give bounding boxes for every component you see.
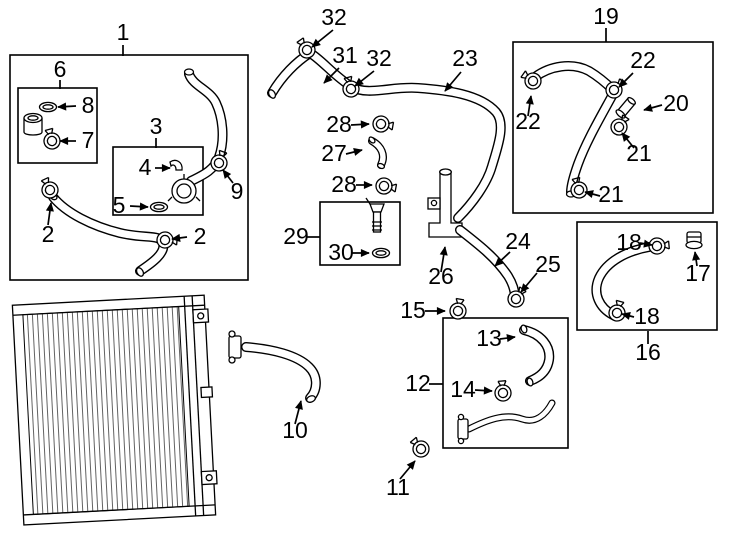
radiator-bracket-top bbox=[192, 308, 210, 324]
group-box-3 bbox=[112, 146, 204, 216]
callout-2-left: 2 bbox=[42, 221, 55, 247]
callout-18-upper: 18 bbox=[616, 229, 642, 255]
outlet-fitting-6 bbox=[23, 112, 43, 136]
callout-23: 23 bbox=[452, 45, 478, 71]
callout-3: 3 bbox=[150, 113, 163, 139]
callout-14: 14 bbox=[450, 376, 476, 402]
group-box-19 bbox=[512, 41, 714, 214]
callout-32-right: 32 bbox=[366, 45, 392, 71]
callout-arrows bbox=[45, 29, 701, 480]
hose-19-upper bbox=[530, 61, 618, 95]
bleeder-valve-29 bbox=[365, 197, 385, 233]
hose-upper-box1 bbox=[183, 68, 228, 186]
callout-12: 12 bbox=[405, 370, 431, 396]
radiator-bracket-bottom bbox=[200, 470, 218, 486]
callout-21-upper: 21 bbox=[626, 140, 652, 166]
callout-6: 6 bbox=[54, 56, 67, 82]
hose-10 bbox=[228, 330, 321, 403]
callout-11: 11 bbox=[386, 474, 410, 500]
fitting-20 bbox=[615, 96, 636, 119]
pipe-12-flange bbox=[457, 413, 469, 445]
callout-10: 10 bbox=[282, 417, 308, 443]
clamp-7 bbox=[40, 126, 63, 152]
radiator bbox=[11, 294, 218, 526]
callout-26: 26 bbox=[428, 263, 454, 289]
hose-13 bbox=[519, 324, 555, 387]
callout-32-left: 32 bbox=[321, 4, 347, 30]
clamp-11 bbox=[406, 434, 433, 461]
callout-28-upper: 28 bbox=[326, 111, 352, 137]
callout-27: 27 bbox=[321, 140, 347, 166]
group-box-16 bbox=[576, 221, 718, 331]
callout-20: 20 bbox=[663, 90, 689, 116]
callout-9: 9 bbox=[231, 178, 244, 204]
callout-8: 8 bbox=[82, 92, 95, 118]
callout-1: 1 bbox=[117, 19, 130, 45]
callout-16: 16 bbox=[635, 339, 661, 365]
clamp-15 bbox=[448, 297, 469, 321]
oring-8 bbox=[38, 101, 58, 113]
callout-31: 31 bbox=[332, 42, 358, 68]
hose-27 bbox=[368, 136, 387, 170]
group-box-6 bbox=[17, 87, 98, 164]
hose-16 bbox=[591, 242, 654, 320]
fitting-4 bbox=[169, 159, 183, 171]
callout-19: 19 bbox=[593, 3, 619, 29]
clamp-2-right bbox=[155, 230, 179, 250]
callout-22-right: 22 bbox=[630, 47, 656, 73]
clamp-28-lower bbox=[374, 176, 398, 197]
group-box-29 bbox=[319, 201, 401, 266]
radiator-tab bbox=[200, 386, 214, 399]
oring-30 bbox=[371, 247, 391, 259]
clamp-18-lower bbox=[606, 298, 629, 324]
hose-10-flange bbox=[228, 330, 242, 364]
callout-25: 25 bbox=[535, 251, 561, 277]
callout-2-right: 2 bbox=[194, 223, 207, 249]
clamp-28-upper bbox=[371, 114, 395, 135]
group-box-12 bbox=[442, 317, 569, 449]
hose-lower-box1 bbox=[48, 191, 169, 277]
callout-ticks bbox=[59, 28, 649, 385]
callout-29: 29 bbox=[283, 223, 309, 249]
callout-15: 15 bbox=[400, 297, 426, 323]
callout-4: 4 bbox=[139, 154, 152, 180]
callout-28-lower: 28 bbox=[331, 171, 357, 197]
callout-13: 13 bbox=[476, 325, 502, 351]
callout-24: 24 bbox=[505, 228, 531, 254]
callout-17: 17 bbox=[685, 260, 711, 286]
plug-17 bbox=[685, 231, 703, 250]
clamp-18-upper bbox=[647, 236, 671, 256]
callout-5: 5 bbox=[113, 192, 126, 218]
group-box-1 bbox=[9, 54, 249, 281]
clamp-14 bbox=[493, 379, 513, 403]
callout-7: 7 bbox=[82, 127, 95, 153]
pipe-12 bbox=[457, 399, 556, 445]
thermostat-3 bbox=[167, 174, 201, 204]
oring-5 bbox=[149, 201, 169, 213]
callout-22-left: 22 bbox=[515, 108, 541, 134]
callout-30: 30 bbox=[328, 239, 354, 265]
callout-21-lower: 21 bbox=[598, 181, 624, 207]
callout-18-lower: 18 bbox=[634, 303, 660, 329]
